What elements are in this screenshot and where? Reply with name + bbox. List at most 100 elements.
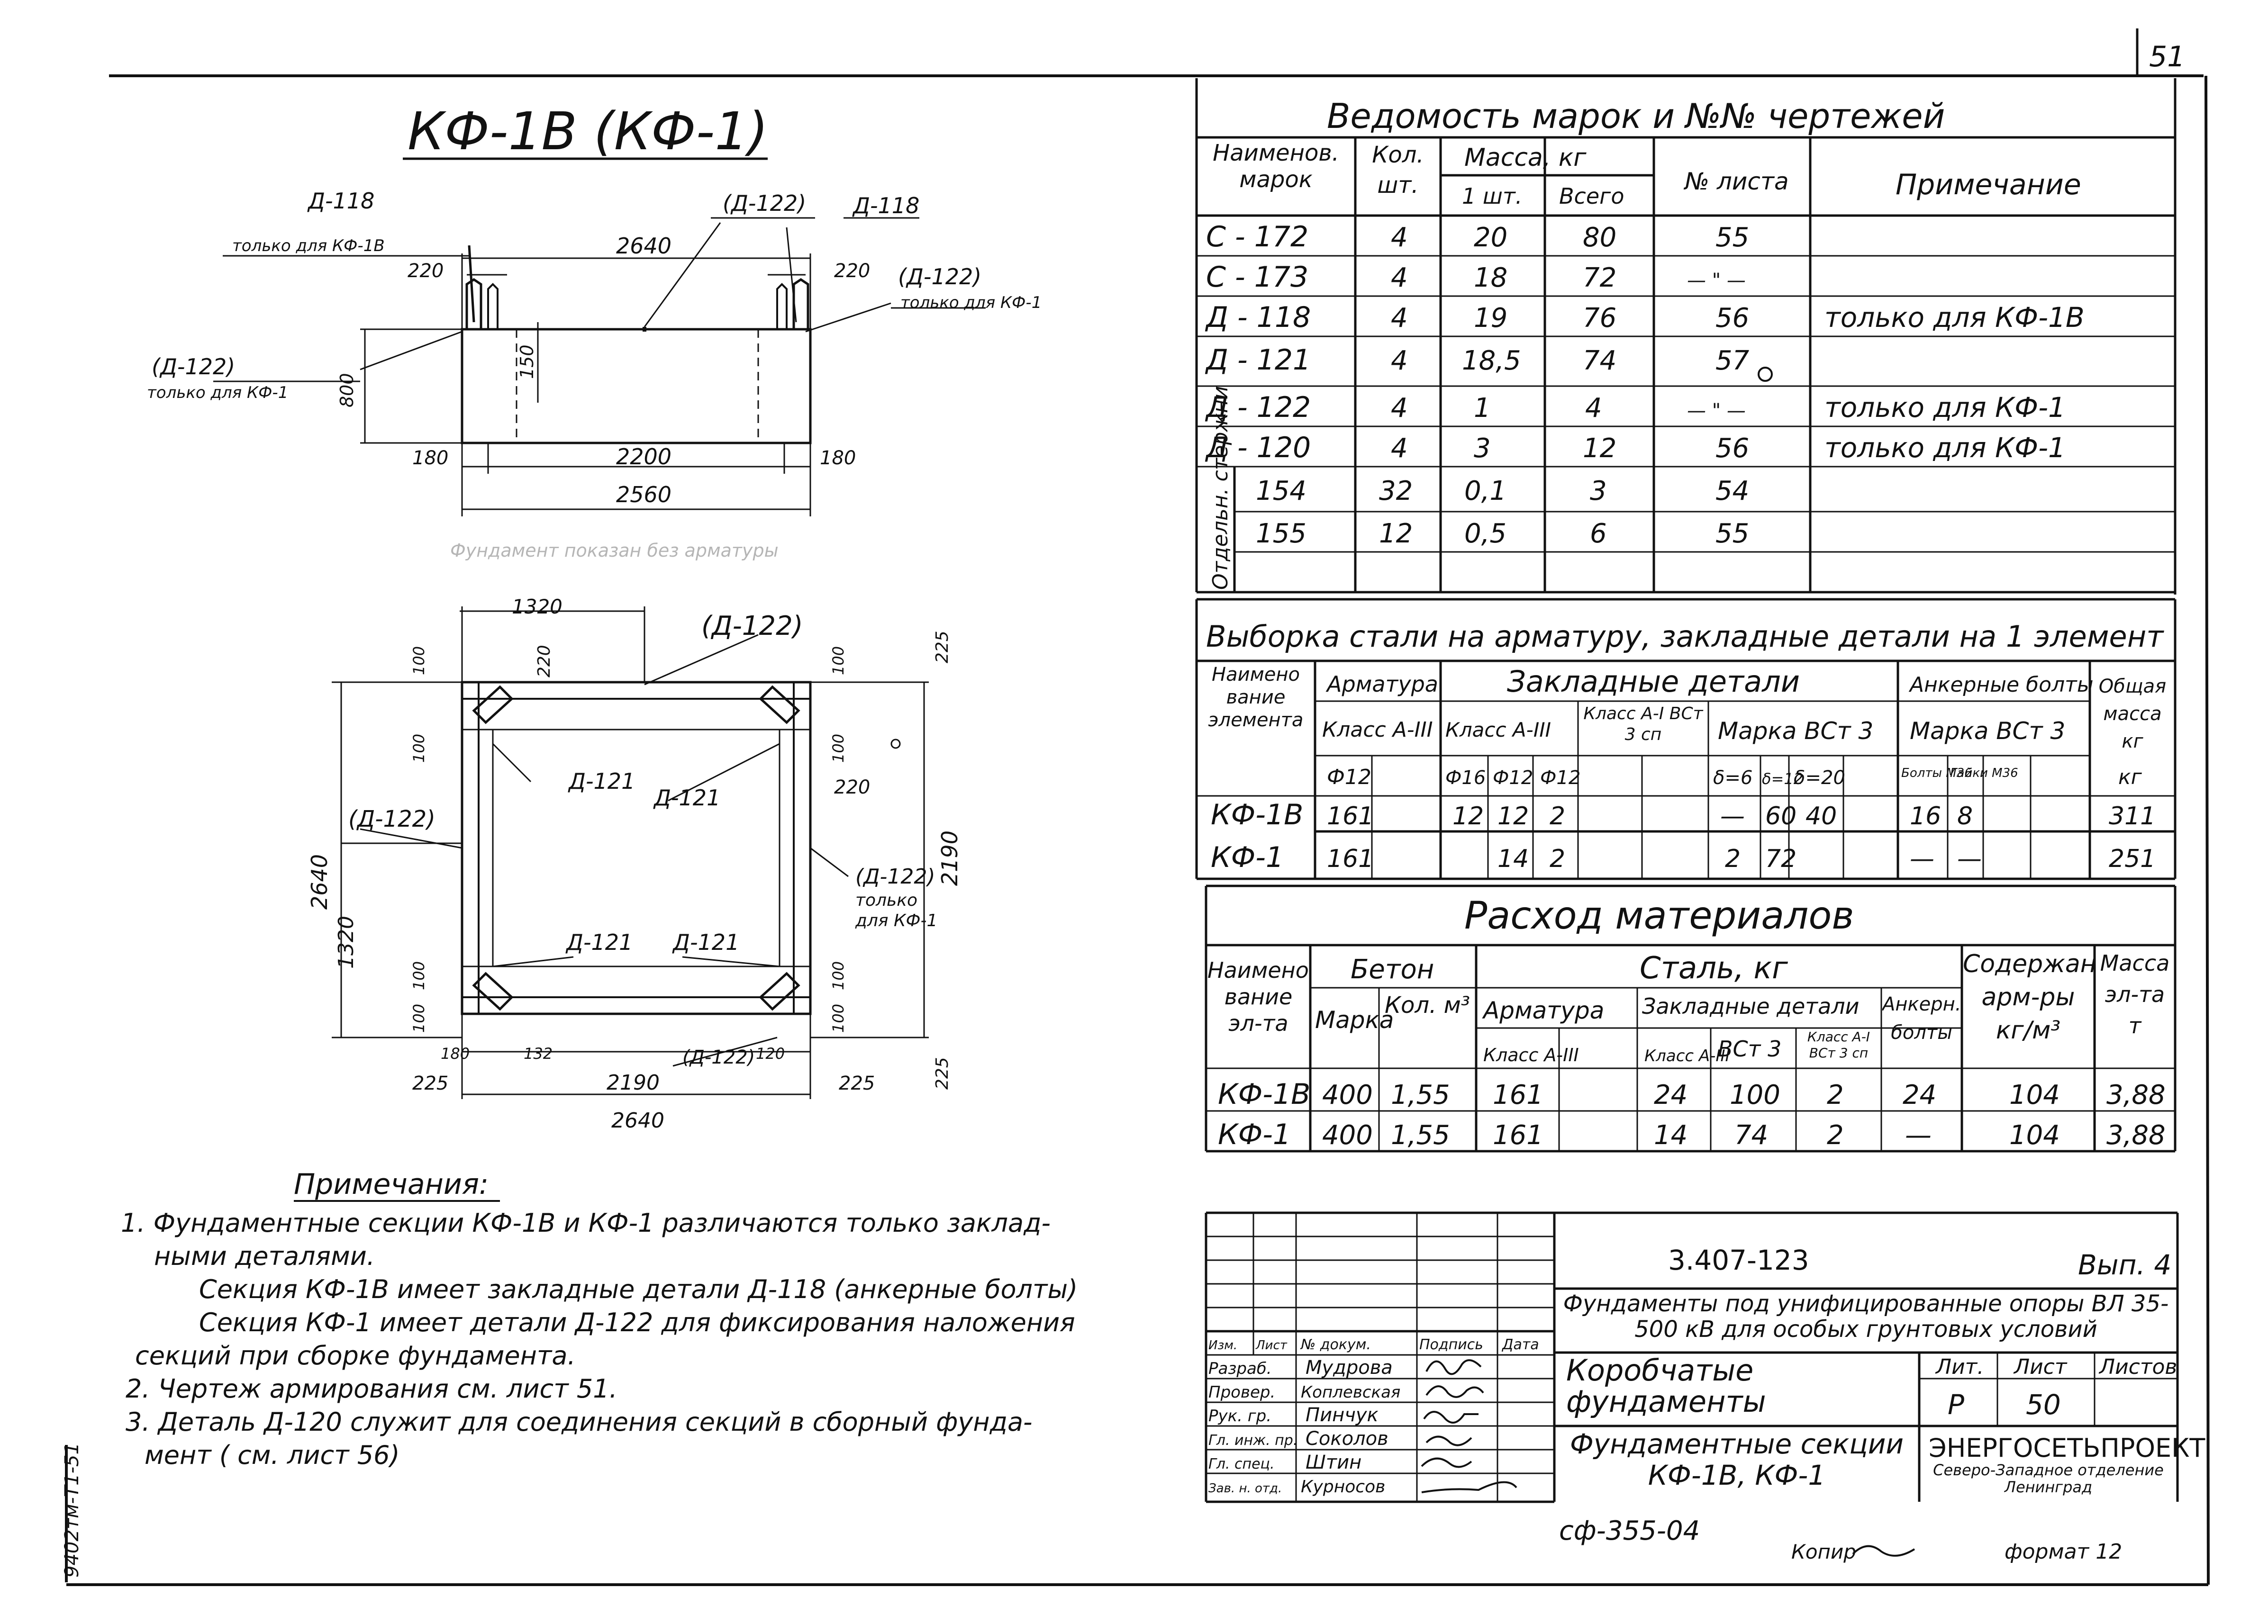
note-line-6: 2. Чертеж армирования см. лист 51. (126, 1374, 617, 1404)
plan-dim-100-l4: 100 (410, 1004, 428, 1033)
steel-header-klass-a3b: Класс А-III (1445, 718, 1551, 741)
steel-table: Выборка стали на арматуру, закладные дет… (1195, 599, 2177, 880)
plan-dim-225-right-bottom: 225 (933, 1057, 952, 1090)
steel-row-d12: 72 (1765, 845, 1796, 873)
marks-rod-sheet: 55 (1715, 518, 1749, 549)
title-block-sheet-title-wrap: Фундаментные секции КФ-1В, КФ-1 (1570, 1428, 1904, 1491)
plan-dim-120-bottom: 120 (756, 1045, 785, 1063)
plan-dim-1320-top: 1320 (512, 595, 562, 618)
elev-dim-220-right: 220 (834, 260, 870, 282)
elev-dim-800: 800 (336, 373, 357, 407)
title-block-code: 3.407-123 (1668, 1244, 1809, 1276)
plan-dim-2640-left: 2640 (307, 854, 332, 910)
plan-mark-circle (890, 739, 901, 749)
marks-header-qty: Кол. шт. (1372, 142, 1424, 198)
steel-row-d6: — (1720, 802, 1745, 830)
steel-header-d6: δ=6 (1713, 767, 1752, 789)
plan-label-d122-bottom: (Д-122) (682, 1047, 755, 1068)
note-line-8: мент ( см. лист 56) (145, 1440, 400, 1470)
materials-row-arm: 161 (1493, 1120, 1543, 1151)
steel-header-f12b: Ф12 (1493, 767, 1533, 789)
steel-row-f12c: 2 (1550, 845, 1565, 873)
plan-label-d121-a: Д-121 (568, 768, 635, 794)
steel-header-ankernye: Анкерные болты (1908, 673, 2094, 697)
marks-row-one: 18 (1474, 262, 1507, 293)
plan-dim-132-bottom: 132 (524, 1045, 553, 1063)
steel-table-title: Выборка стали на арматуру, закладные дет… (1206, 619, 2164, 654)
marks-rod-qty: 12 (1379, 518, 1413, 549)
note-line-2: ными деталями. (154, 1241, 375, 1271)
marks-row-sheet: 57 (1715, 345, 1750, 376)
elevation-view: Д-118 только для КФ-1В (Д-122) Д-118 (Д-… (147, 188, 1042, 561)
steel-header-name: Наимено вание элемента (1208, 664, 1304, 731)
side-stamp: 9402тм-Т1-51 (61, 1443, 83, 1578)
plan-dim-225-bottom-right: 225 (839, 1073, 875, 1094)
materials-header-stal: Сталь, кг (1640, 951, 1788, 986)
steel-row-f12c: 2 (1550, 802, 1565, 830)
marks-header-qty-wrap: Кол. шт. (1372, 142, 1424, 198)
title-block-role: Провер. (1208, 1383, 1275, 1402)
marks-row-note: только для КФ-1В (1824, 301, 2085, 334)
materials-row-name: КФ-1 (1218, 1118, 1291, 1151)
steel-header-zakladnye: Закладные детали (1507, 664, 1800, 699)
steel-header-f12a: Ф12 (1327, 765, 1371, 789)
marks-row-note: только для КФ-1 (1824, 432, 2066, 464)
title-block-role: Зав. н. отд. (1208, 1481, 1282, 1496)
steel-row-f12b: 12 (1497, 802, 1529, 830)
materials-header-massa-wrap: Масса эл-та т (2100, 950, 2170, 1038)
materials-row-marka: 400 (1322, 1080, 1373, 1110)
steel-header-nuts: Гайки М36 (1950, 766, 2018, 780)
marks-row-qty: 4 (1391, 433, 1408, 464)
marks-row-total: 74 (1583, 345, 1616, 376)
title-block-person: Коплевская (1301, 1383, 1400, 1402)
title-block-role: Разраб. (1208, 1359, 1272, 1378)
marks-header-mass: Масса, кг (1464, 144, 1587, 172)
title-block-lists-label: Листов (2098, 1355, 2177, 1379)
steel-header-armatura: Арматура (1325, 671, 1438, 697)
notes-title: Примечания: (294, 1168, 489, 1201)
steel-row-f16: 12 (1452, 802, 1484, 830)
marks-header-name: Наименов. марок (1213, 140, 1339, 193)
title-block-org-sub: Северо-Западное отделение Ленинград (1933, 1462, 2164, 1496)
plan-dim-180-bottom: 180 (441, 1045, 470, 1063)
marks-row-total: 12 (1583, 433, 1616, 464)
elev-label-d122-right: (Д-122) (898, 264, 981, 289)
title-block-col-izm: Изм. (1208, 1338, 1237, 1353)
materials-header-klass-a1-wrap: Класс А-I ВСт 3 сп (1807, 1029, 1870, 1061)
title-block-lit-label: Лит. (1935, 1355, 1984, 1379)
title-block-project-wrap: Фундаменты под унифицированные опоры ВЛ … (1563, 1291, 2169, 1343)
steel-header-name-wrap: Наимено вание элемента (1208, 664, 1304, 731)
plan-dim-220-r: 220 (834, 776, 870, 798)
plan-view: 1320 220 (Д-122) 225 100 100 100 100 Д-1… (307, 595, 962, 1133)
elevation-outline (213, 217, 986, 516)
plan-outline (332, 606, 929, 1099)
marks-table-title: Ведомость марок и №№ чертежей (1327, 96, 1945, 136)
materials-header-anker: Анкерн. болты (1882, 993, 1961, 1044)
plan-dim-225-tr: 225 (933, 631, 952, 663)
plan-note-d122-right-1: только (855, 891, 917, 910)
elev-dim-2200: 2200 (616, 444, 671, 469)
marks-rod-qty: 32 (1379, 476, 1413, 506)
materials-row-soderzh: 104 (2009, 1120, 2060, 1151)
title-block-name: Коробчатые фундаменты (1566, 1355, 1766, 1419)
marks-row-qty: 4 (1391, 345, 1408, 376)
plan-dim-100-r4: 100 (829, 1004, 847, 1033)
title-block-org: ЭНЕРГОСЕТЬПРОЕКТ (1929, 1433, 2205, 1463)
elev-note-d122-left: только для КФ-1 (147, 383, 288, 402)
note-line-3: Секция КФ-1В имеет закладные детали Д-11… (199, 1274, 1078, 1304)
materials-header-armatura: Арматура (1482, 997, 1604, 1024)
marks-rod-name: 154 (1256, 476, 1306, 506)
plan-dim-100-r2: 100 (829, 734, 847, 763)
plan-dim-100-r1: 100 (829, 646, 847, 675)
materials-header-massa: Масса эл-та т (2100, 950, 2170, 1038)
materials-row-anker: 24 (1903, 1080, 1936, 1110)
title-block-person: Курносов (1301, 1477, 1385, 1497)
title-block-project: Фундаменты под унифицированные опоры ВЛ … (1563, 1291, 2169, 1343)
marks-row-one: 3 (1474, 433, 1491, 464)
materials-header-kol: Кол. м³ (1384, 992, 1470, 1019)
plan-dim-100-l3: 100 (410, 961, 428, 990)
steel-row-f12: 161 (1327, 802, 1374, 830)
marks-row-total: 80 (1583, 222, 1616, 253)
steel-row-bolts: 16 (1910, 802, 1941, 830)
